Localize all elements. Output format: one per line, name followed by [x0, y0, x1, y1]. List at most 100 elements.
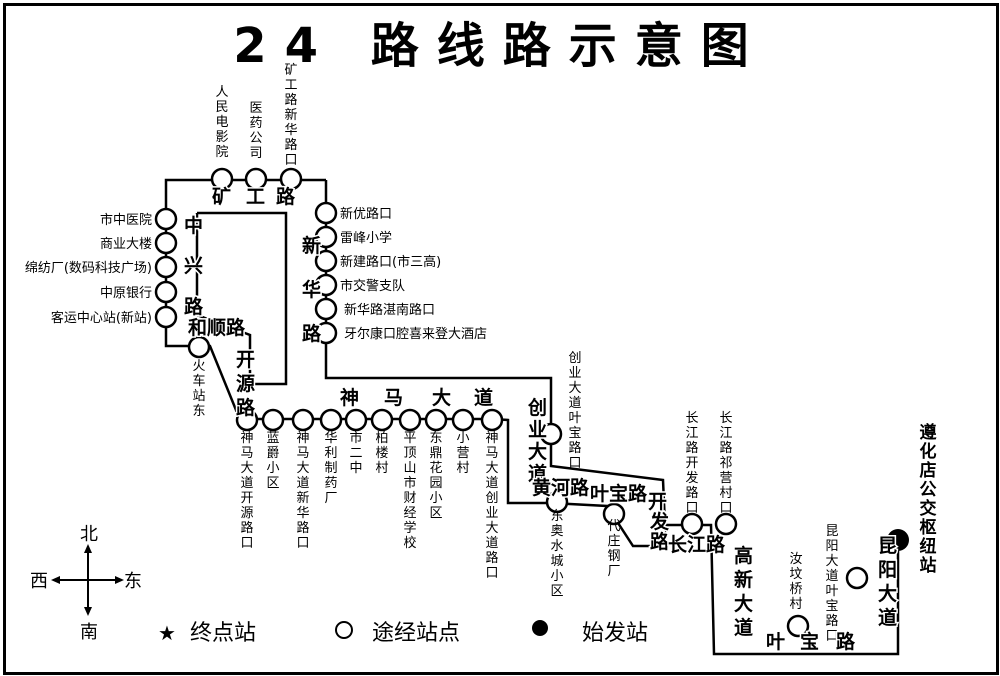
road-label: 道	[474, 386, 493, 409]
road-label: 路	[276, 185, 296, 208]
stops-layer: ★	[154, 167, 909, 638]
road-label: 发	[649, 510, 670, 533]
legend-terminal: 终点站	[190, 621, 256, 646]
stop-marker	[714, 512, 738, 536]
stop-label: 神马大道创业大道路口	[485, 431, 498, 581]
road-label: 业	[528, 419, 547, 441]
arrow-east-icon	[115, 576, 124, 584]
stop-label: 汝坟桥村	[789, 552, 802, 612]
stop-marker	[314, 201, 338, 225]
stop-label: 创业大道叶宝路口	[568, 351, 581, 471]
road-label: 路	[650, 530, 670, 553]
road-label: 道	[528, 462, 547, 485]
stop-label: 客运中心站(新站)	[51, 310, 152, 326]
stop-label: 华利制药厂	[324, 431, 337, 506]
stop-label: 长江路祁营村口	[719, 411, 732, 516]
road-label: 新	[302, 234, 321, 257]
road-label: 开	[236, 349, 255, 371]
road-label: 和顺路	[188, 316, 246, 339]
stop-label: 蓝爵小区	[266, 431, 279, 491]
road-label: 大	[528, 440, 547, 463]
stop-label: 绵纺厂(数码科技广场)	[25, 261, 152, 276]
road-label: 华	[302, 278, 321, 301]
stop-marker	[314, 225, 338, 249]
arrow-south-icon	[84, 607, 92, 616]
stop-label: 中原银行	[100, 286, 152, 301]
road-label: 高	[734, 544, 753, 567]
stop-marker	[314, 321, 338, 345]
stop-label: 长江路开发路口	[685, 411, 698, 516]
road-label: 长江路	[668, 533, 726, 556]
road-label: 阳	[878, 559, 897, 581]
road-label: 源	[236, 372, 255, 395]
road-label: 矿	[212, 185, 231, 208]
stop-label: 牙尔康口腔喜来登大酒店	[344, 326, 487, 342]
stop-label: 市中医院	[100, 212, 152, 228]
map-title: 24 路线路示意图	[233, 18, 767, 74]
stop-label: 东奥水城小区	[550, 509, 563, 599]
stop-label: 矿工路新华路口	[284, 63, 297, 168]
road-label: 昆	[878, 535, 897, 557]
road-label: 叶	[766, 631, 785, 653]
stop-marker	[398, 408, 422, 432]
compass-north: 北	[80, 524, 98, 545]
stop-label: 市二中	[349, 430, 362, 476]
stop-marker	[154, 280, 178, 304]
arrow-north-icon	[84, 544, 92, 553]
origin-stop-marker	[887, 529, 909, 551]
stop-marker	[602, 502, 626, 526]
open-circle-icon	[335, 621, 353, 639]
stop-label: 小营村	[456, 431, 469, 476]
road-label: 创	[527, 396, 547, 419]
road-label: 大	[878, 582, 897, 605]
stop-marker	[370, 408, 394, 432]
stop-marker	[314, 249, 338, 273]
stop-label: 柏楼村	[375, 431, 388, 476]
stop-marker	[314, 273, 338, 297]
stop-label: 火车站东	[192, 359, 205, 419]
legend: ★ 终点站 途经站点 始发站	[158, 620, 648, 646]
stop-marker	[154, 255, 178, 279]
stop-marker	[210, 167, 234, 191]
compass-south: 南	[80, 622, 98, 643]
stop-label: 神马大道新华路口	[296, 431, 309, 551]
stop-label: 新优路口	[340, 206, 392, 222]
compass-west: 西	[30, 571, 48, 592]
stop-label: 昆阳大道叶宝路口	[825, 524, 838, 644]
stop-marker	[187, 335, 211, 359]
arrow-west-icon	[51, 576, 60, 584]
legend-via: 途经站点	[372, 621, 460, 646]
road-label: 兴	[184, 255, 203, 277]
road-label: 大	[432, 386, 451, 409]
roads-layer: 矿工路新华路中兴路和顺路开源路神马大道创业大道黄河路叶宝路开发路长江路高新大道叶…	[183, 184, 899, 655]
compass-east: 东	[124, 571, 142, 592]
road-label: 宝	[800, 630, 819, 653]
stop-marker	[539, 422, 563, 446]
road-label: 路	[836, 630, 856, 653]
stop-label: 新建路口(市三高)	[340, 254, 441, 270]
road-label: 中	[184, 214, 203, 237]
map-frame	[3, 3, 999, 675]
road-label: 开	[648, 491, 667, 513]
terminal-star-icon: ★	[885, 526, 908, 556]
road-label: 神	[340, 386, 359, 409]
stop-marker	[680, 512, 704, 536]
road-label: 道	[878, 606, 897, 629]
inner-block	[195, 211, 288, 386]
star-icon: ★	[158, 621, 176, 645]
road-label: 路	[184, 295, 204, 318]
stop-marker	[154, 231, 178, 255]
stop-label: 人民电影院	[215, 85, 228, 160]
stop-marker	[480, 408, 504, 432]
stop-label: 平顶山市财经学校	[403, 431, 416, 551]
stop-marker	[424, 408, 448, 432]
stop-marker	[344, 408, 368, 432]
route-line	[324, 180, 900, 656]
compass: 北 南 西 东	[30, 524, 142, 643]
stop-label: 商业大楼	[100, 237, 152, 252]
stop-marker	[314, 297, 338, 321]
labels-layer: 人民电影院医药公司矿工路新华路口新优路口雷峰小学新建路口(市三高)市交警支队新华…	[25, 63, 938, 644]
stop-label: 新华路湛南路口	[344, 302, 435, 318]
legend-origin: 始发站	[582, 621, 648, 646]
